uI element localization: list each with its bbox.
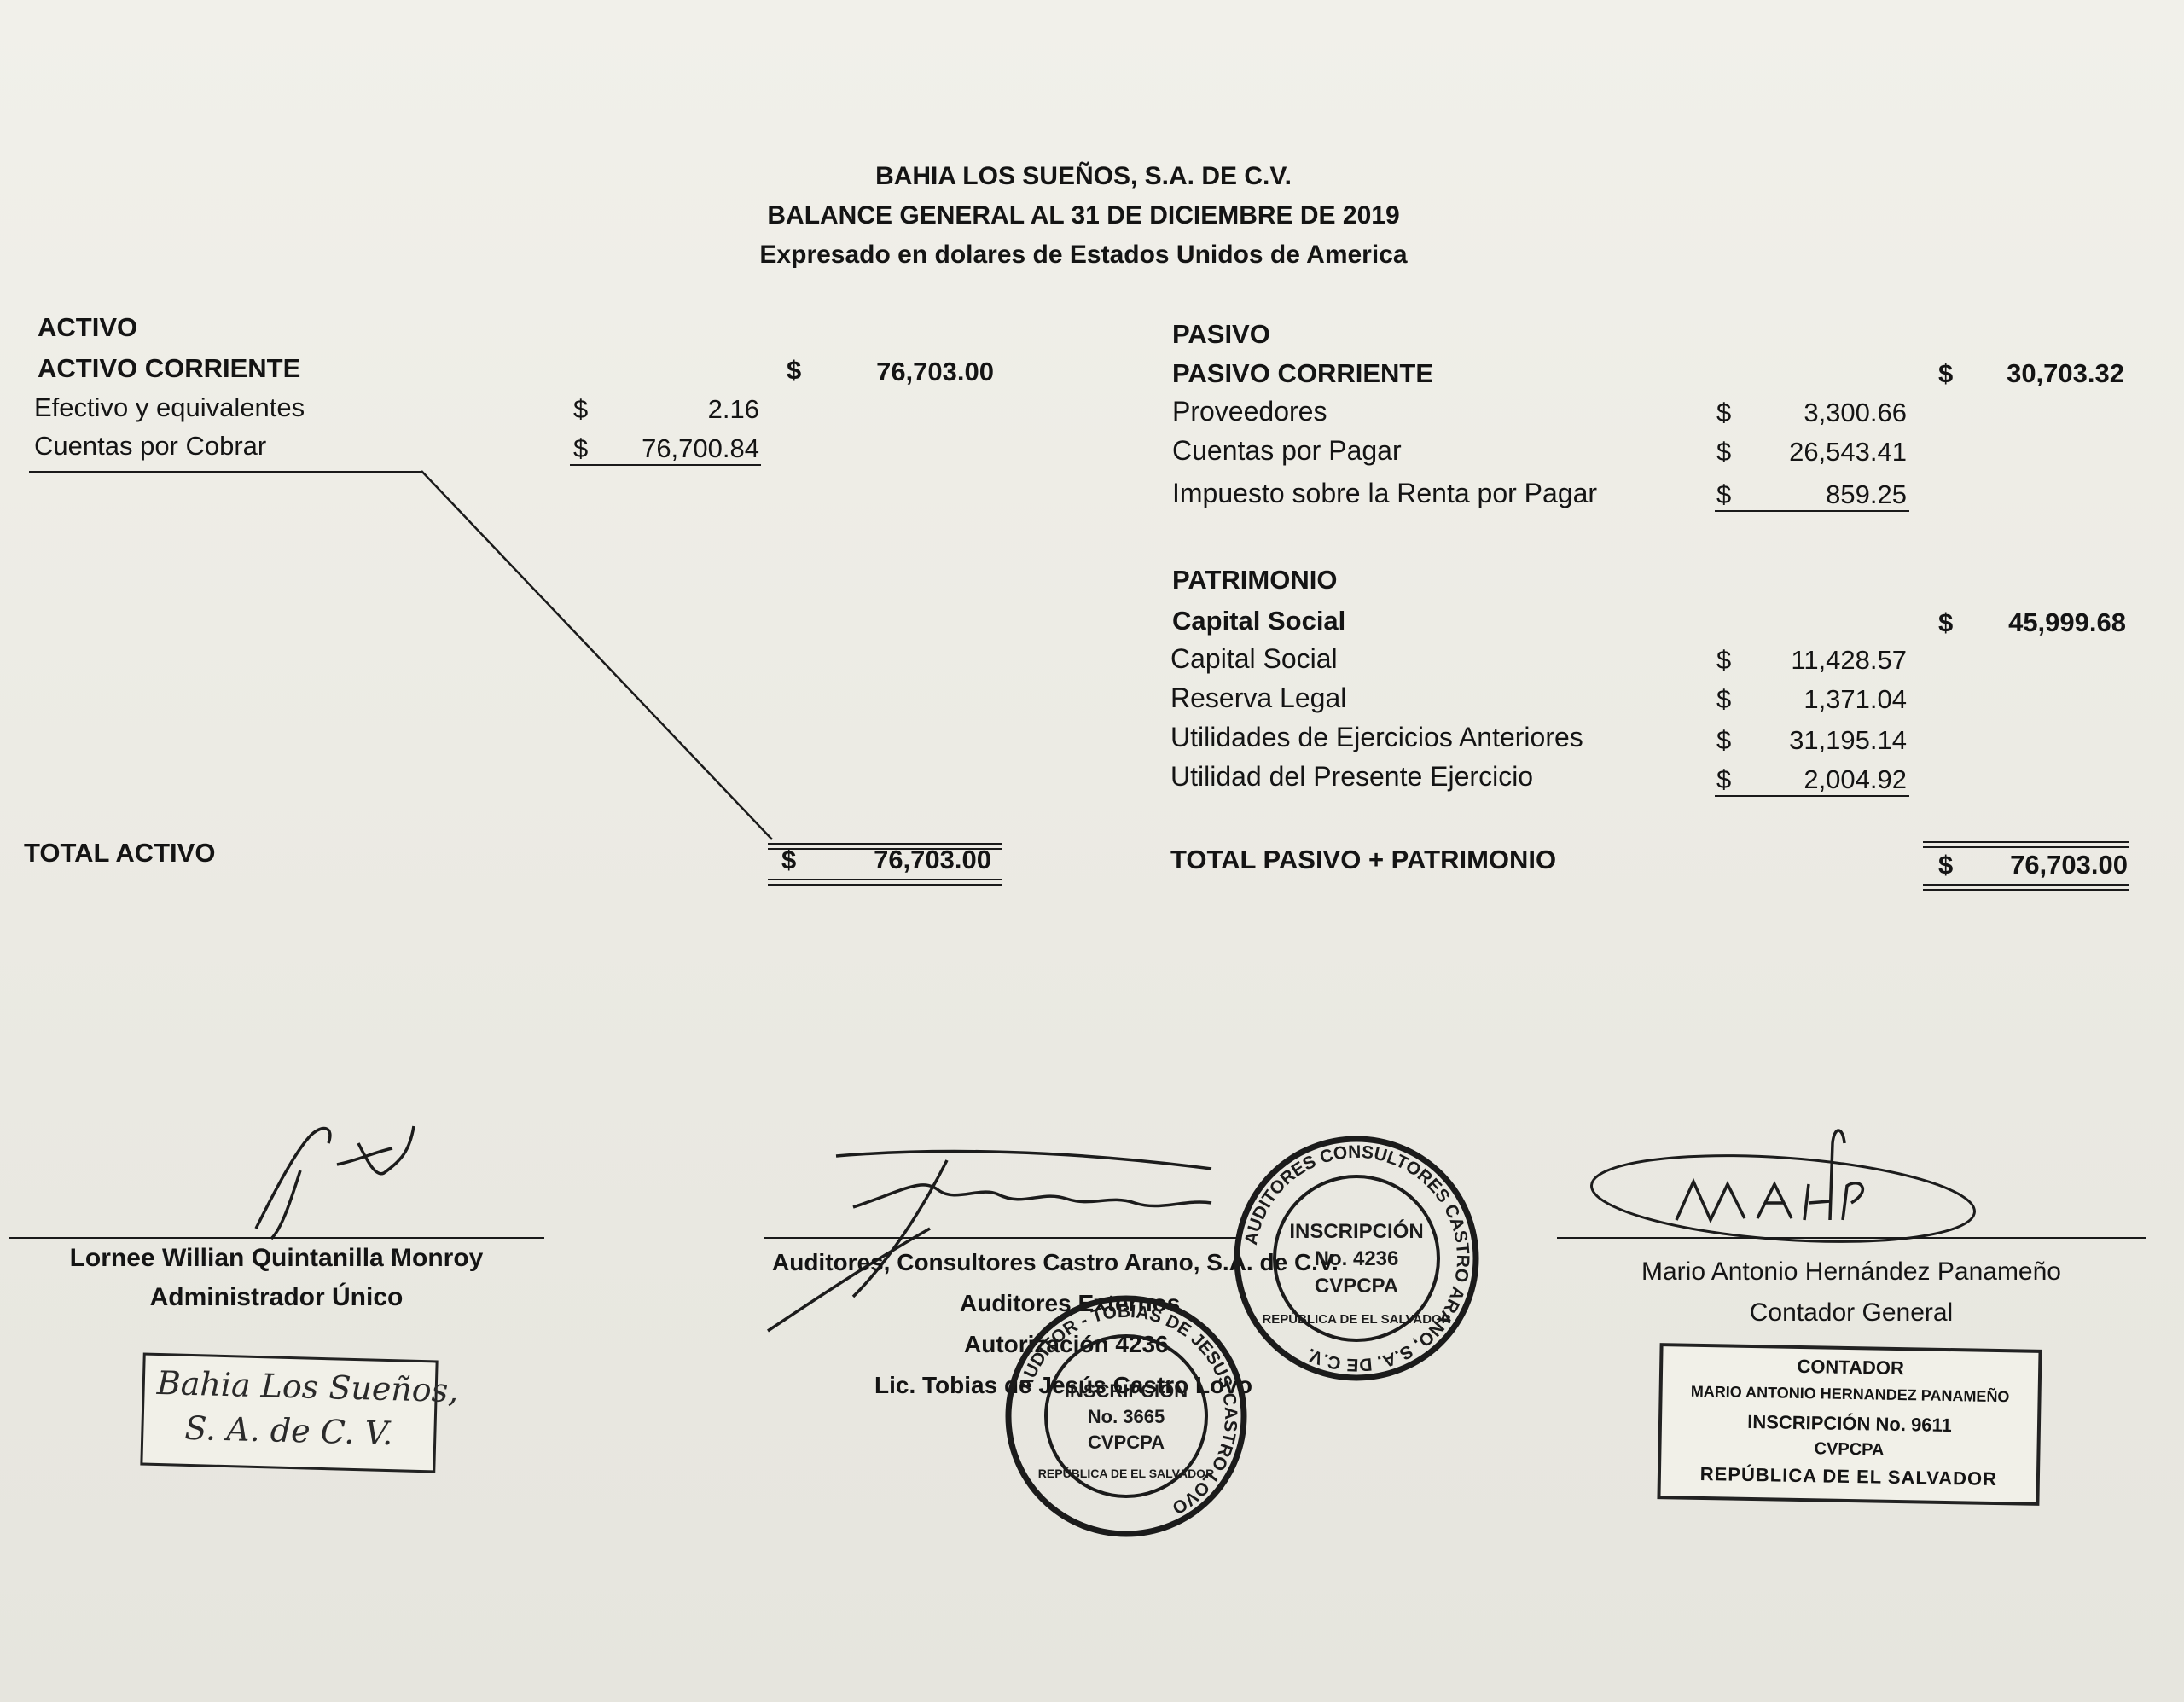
firm-stamp-center1: INSCRIPCIÓN <box>1289 1219 1423 1243</box>
equity-item-currency: $ <box>1716 764 1732 794</box>
asset-item-value: 2.16 <box>707 394 759 424</box>
asset-item-value: 76,700.84 <box>642 433 759 463</box>
liability-item-label: Cuentas por Pagar <box>1172 435 1402 466</box>
company-name: BAHIA LOS SUEÑOS, S.A. DE C.V. <box>875 162 1292 190</box>
accountant-role: Contador General <box>1749 1298 1954 1327</box>
liability-item-value: 859.25 <box>1826 479 1907 509</box>
accountant-stamp-line4: CVPCPA <box>1814 1439 1885 1460</box>
asset-item-currency: $ <box>573 433 589 463</box>
total-le-double-underline <box>1923 884 2129 891</box>
personal-stamp-center1: INSCRIPCIÓN <box>1065 1380 1188 1402</box>
assets-divider-line <box>29 471 421 473</box>
accountant-stamp-line1: CONTADOR <box>1797 1355 1905 1380</box>
equity-item-currency: $ <box>1716 684 1732 714</box>
equity-item-value: 1,371.04 <box>1804 684 1907 714</box>
asset-item-label: Efectivo y equivalentes <box>34 392 305 422</box>
auditor-personal-stamp: AUDITOR - TOBIAS DE JESUS CASTRO LOVO IN… <box>1005 1295 1247 1537</box>
current-liabilities-label: PASIVO CORRIENTE <box>1172 358 1434 388</box>
liabilities-section-title: PASIVO <box>1172 319 1270 349</box>
liability-item-value: 26,543.41 <box>1789 437 1907 467</box>
firm-stamp-bottom: REPÚBLICA DE EL SALVADOR <box>1262 1311 1450 1327</box>
total-assets-top-rule <box>768 843 1002 850</box>
total-assets-label: TOTAL ACTIVO <box>24 838 216 868</box>
equity-item-label: Capital Social <box>1170 643 1338 674</box>
equity-item-label: Utilidad del Presente Ejercicio <box>1170 761 1534 792</box>
total-le-value: 76,703.00 <box>2010 850 2128 880</box>
liability-item-currency: $ <box>1716 479 1732 509</box>
capital-label: Capital Social <box>1172 606 1346 636</box>
equity-item-value: 11,428.57 <box>1791 645 1907 675</box>
total-le-currency: $ <box>1938 850 1954 880</box>
report-title: BALANCE GENERAL AL 31 DE DICIEMBRE DE 20… <box>767 201 1400 229</box>
total-assets-currency: $ <box>781 845 797 874</box>
equity-item-currency: $ <box>1716 645 1732 675</box>
equity-subtotal-underline <box>1715 795 1909 797</box>
equity-item-currency: $ <box>1716 725 1732 755</box>
asset-item-label: Cuentas por Cobrar <box>34 431 267 461</box>
total-liabilities-equity-label: TOTAL PASIVO + PATRIMONIO <box>1170 845 1557 874</box>
currency-note: Expresado en dolares de Estados Unidos d… <box>759 241 1408 269</box>
current-liabilities-total: 30,703.32 <box>2007 358 2124 388</box>
accountant-name: Mario Antonio Hernández Panameño <box>1641 1258 2061 1286</box>
admin-name: Lornee Willian Quintanilla Monroy <box>69 1244 484 1272</box>
accountant-signature-line <box>1557 1237 2146 1239</box>
firm-stamp-center3: CVPCPA <box>1315 1275 1398 1298</box>
liability-item-value: 3,300.66 <box>1804 398 1907 427</box>
total-assets-value: 76,703.00 <box>874 845 991 874</box>
accountant-stamp-box: CONTADOR MARIO ANTONIO HERNANDEZ PANAMEÑ… <box>1657 1343 2042 1506</box>
personal-stamp-bottom: REPÚBLICA DE EL SALVADOR <box>1038 1466 1214 1480</box>
admin-role: Administrador Único <box>149 1283 404 1311</box>
current-assets-label: ACTIVO CORRIENTE <box>38 353 301 383</box>
capital-currency: $ <box>1938 607 1954 637</box>
equity-item-label: Reserva Legal <box>1170 683 1347 713</box>
liability-item-currency: $ <box>1716 437 1732 467</box>
equity-item-value: 31,195.14 <box>1789 725 1907 755</box>
accountant-stamp-line3: INSCRIPCIÓN No. 9611 <box>1746 1410 1953 1437</box>
capital-total: 45,999.68 <box>2008 607 2126 637</box>
current-assets-currency: $ <box>787 355 802 385</box>
equity-section-title: PATRIMONIO <box>1172 565 1338 595</box>
asset-item-currency: $ <box>573 394 589 424</box>
current-assets-total: 76,703.00 <box>876 357 994 386</box>
firm-stamp-center2: No. 4236 <box>1315 1247 1399 1270</box>
total-le-top-rule <box>1923 841 2129 848</box>
auditor-signature-line <box>764 1237 1241 1239</box>
equity-item-label: Utilidades de Ejercicios Anteriores <box>1170 722 1583 752</box>
personal-stamp-center2: No. 3665 <box>1088 1406 1165 1427</box>
firm-stamp: AUDITORES CONSULTORES CASTRO ARANO, S.A.… <box>1234 1136 1479 1381</box>
accountant-stamp-line2: MARIO ANTONIO HERNANDEZ PANAMEÑO <box>1690 1382 2010 1406</box>
subtotal-underline <box>570 464 761 466</box>
liabilities-subtotal-underline <box>1715 510 1909 512</box>
auditor-firm: Auditores, Consultores Castro Arano, S.A… <box>772 1249 1339 1275</box>
liability-item-currency: $ <box>1716 398 1732 427</box>
auditor-line4: Lic. Tobias de Jesús Castro Lovo <box>874 1372 1252 1398</box>
liability-item-label: Proveedores <box>1172 396 1327 427</box>
assets-section-title: ACTIVO <box>38 312 138 342</box>
liability-item-label: Impuesto sobre la Renta por Pagar <box>1172 478 1598 508</box>
total-assets-double-underline <box>768 879 1002 886</box>
personal-stamp-center3: CVPCPA <box>1088 1432 1165 1453</box>
equity-item-value: 2,004.92 <box>1804 764 1907 794</box>
current-liabilities-currency: $ <box>1938 358 1954 388</box>
admin-signature-line <box>9 1237 544 1239</box>
accountant-stamp-line5: REPÚBLICA DE EL SALVADOR <box>1699 1462 1998 1490</box>
